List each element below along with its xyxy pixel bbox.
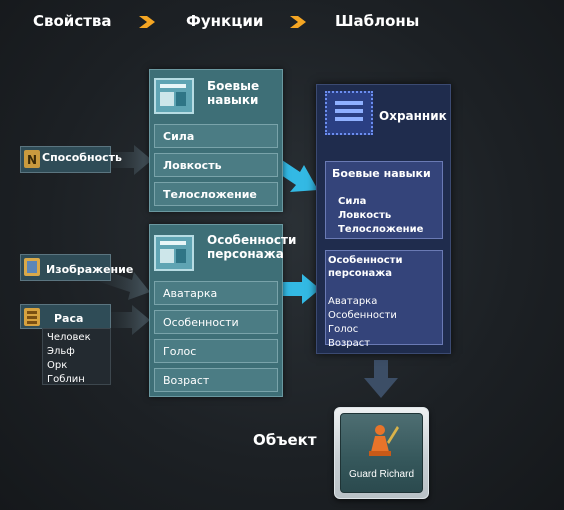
ability-arrow (110, 145, 152, 175)
function-combat-row[interactable]: Телосложение (154, 182, 278, 206)
property-race[interactable]: Раса (20, 304, 111, 329)
function-traits-title: Особенности персонажа (207, 233, 297, 261)
document-icon (154, 235, 194, 271)
template-to-object-arrow (364, 360, 398, 398)
object-name: Guard Richard (348, 469, 415, 480)
header-arrow-icon (139, 16, 155, 28)
race-arrow (110, 305, 150, 335)
template-traits-title: Особенности персонажа (328, 255, 403, 279)
race-option[interactable]: Гоблин (47, 374, 85, 385)
function-combat-row[interactable]: Ловкость (154, 153, 278, 177)
property-ability-label: Способность (42, 151, 122, 164)
function-traits-row[interactable]: Голос (154, 339, 278, 363)
function-character-traits[interactable]: Особенности персонажа Аватарка Особеннос… (149, 224, 296, 397)
function-combat-title: Боевые навыки (207, 79, 260, 107)
svg-text:N: N (27, 153, 37, 167)
template-combat-items: Сила Ловкость Телосложение (338, 196, 424, 235)
traits-to-template-arrow (282, 274, 320, 304)
property-ability[interactable]: N Способность (20, 146, 122, 173)
template-traits-items: Аватарка Особенности Голос Возраст (328, 296, 397, 349)
header-arrow-icon (290, 16, 306, 28)
object-label: Объект (253, 431, 317, 449)
race-option[interactable]: Орк (47, 360, 68, 371)
property-image[interactable]: Изображение (20, 254, 133, 281)
template-combat-title: Боевые навыки (332, 167, 431, 180)
race-icon (24, 308, 40, 326)
race-option[interactable]: Эльф (47, 346, 75, 357)
ability-icon: N (24, 150, 40, 168)
property-race-label: Раса (54, 312, 84, 325)
header-properties: Свойства (33, 12, 112, 30)
object-tile-guard-richard[interactable]: Guard Richard (334, 407, 429, 499)
template-icon (325, 91, 373, 135)
race-options-list: Человек Эльф Орк Гоблин (42, 328, 111, 385)
image-arrow (100, 268, 150, 300)
header-templates: Шаблоны (335, 12, 420, 30)
template-traits-section[interactable]: Особенности персонажа Аватарка Особеннос… (325, 250, 443, 349)
header-functions: Функции (186, 12, 264, 30)
template-title: Охранник (379, 109, 447, 123)
function-traits-row[interactable]: Особенности (154, 310, 278, 334)
template-guard[interactable]: Охранник Боевые навыки Сила Ловкость Тел… (316, 84, 451, 354)
race-option[interactable]: Человек (47, 332, 91, 343)
document-icon (154, 78, 194, 114)
function-combat-row[interactable]: Сила (154, 124, 278, 148)
property-image-label: Изображение (46, 263, 134, 276)
image-icon (24, 258, 40, 276)
combat-to-template-arrow (278, 160, 318, 192)
object-tile-inner: Guard Richard (340, 413, 423, 493)
function-combat-skills[interactable]: Боевые навыки Сила Ловкость Телосложение (149, 69, 283, 212)
chess-piece-icon (369, 425, 399, 456)
template-combat-section[interactable]: Боевые навыки Сила Ловкость Телосложение (325, 161, 443, 239)
function-traits-row[interactable]: Аватарка (154, 281, 278, 305)
function-traits-row[interactable]: Возраст (154, 368, 278, 392)
